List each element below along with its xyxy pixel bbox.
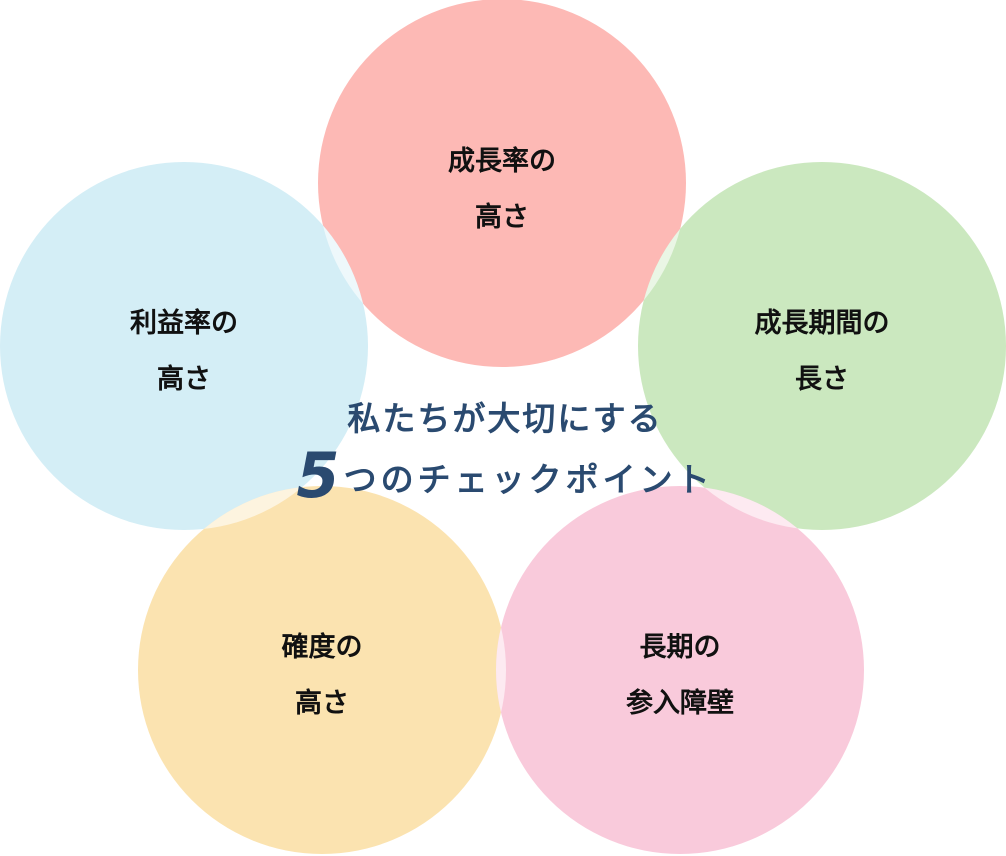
label-line: 高さ [475,202,529,233]
label-line: 成長率の [448,146,556,177]
circle-entry-barrier [496,486,864,854]
label-line: 確度の [281,632,363,663]
circle-label-growth-period: 成長期間の 長さ [692,296,952,408]
label-line: 長期の [639,632,721,663]
circle-label-profit-margin: 利益率の 高さ [54,296,314,408]
label-line: 利益率の [130,308,238,339]
circle-label-certainty: 確度の 高さ [192,620,452,732]
circle-label-entry-barrier: 長期の 参入障壁 [550,620,810,732]
circle-growth-period [638,162,1006,530]
label-line: 参入障壁 [626,688,734,719]
label-line: 高さ [295,688,349,719]
circle-label-growth-rate: 成長率の 高さ [372,134,632,246]
label-line: 高さ [157,364,211,395]
label-line: 成長期間の [754,308,890,339]
title-line2: つのチェックポイント [343,460,714,499]
circle-growth-rate [318,0,686,367]
label-line: 長さ [795,364,849,395]
title-number: 5 [296,439,340,512]
circle-certainty [138,486,506,854]
title-line1: 私たちが大切にする [347,399,663,438]
circle-profit-margin [0,162,368,530]
